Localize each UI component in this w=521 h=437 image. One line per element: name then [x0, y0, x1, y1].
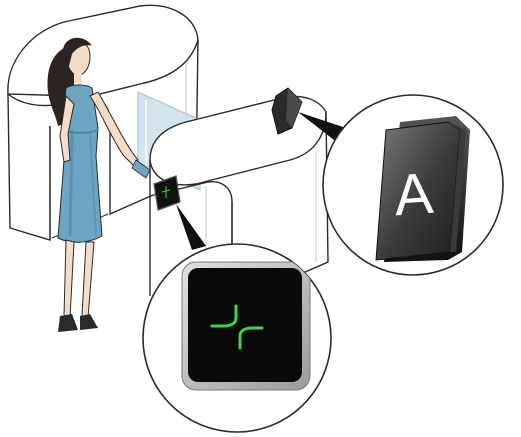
callout-leader-reader [176, 204, 206, 250]
display-letter-glyph: A [392, 161, 435, 229]
callout-letter-display: A [323, 95, 503, 275]
callout-indicator-panel [143, 244, 331, 432]
